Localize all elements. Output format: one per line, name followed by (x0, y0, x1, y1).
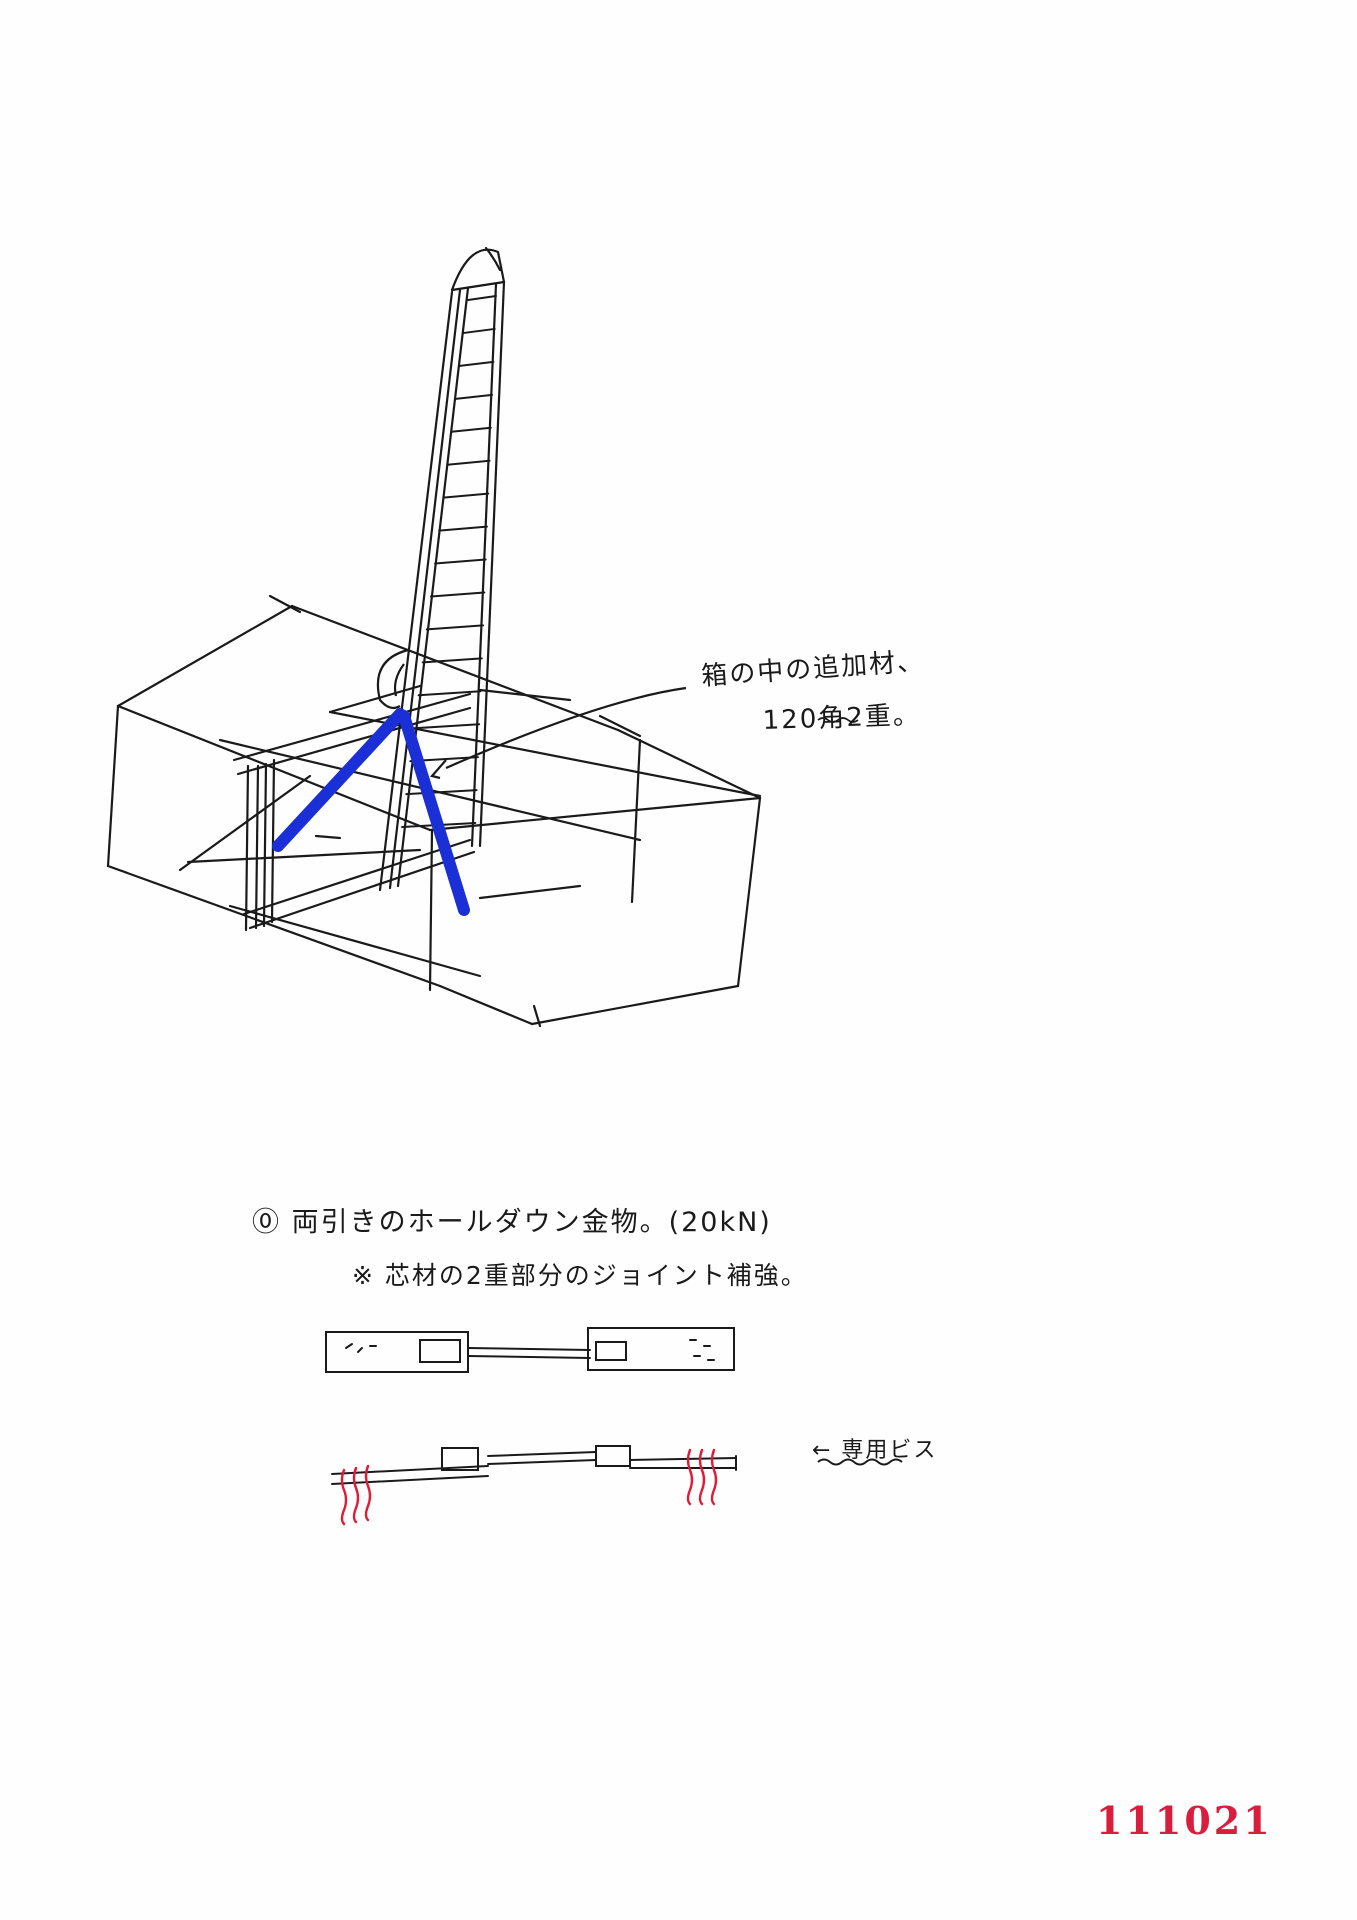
blue-brace-right (398, 710, 470, 916)
box-edge (228, 904, 482, 978)
inner-frame (254, 764, 260, 930)
hardware-plate-left (325, 1331, 469, 1373)
post-rung (442, 492, 490, 499)
box-edge (106, 704, 120, 868)
screw-icon (710, 1448, 718, 1506)
post-rung (450, 426, 492, 433)
hardware-section-fitting (595, 1445, 631, 1467)
box-edge (186, 848, 422, 864)
post-rung (462, 327, 496, 334)
box-edge (328, 684, 422, 714)
screw-icon (698, 1448, 706, 1506)
tall-post (450, 280, 506, 292)
post-rung (413, 723, 481, 730)
screw-icon (364, 1464, 372, 1522)
tall-post (470, 282, 498, 848)
box-edge (116, 604, 294, 708)
box-edge (438, 984, 534, 1026)
box-edge (530, 984, 740, 1026)
post-rung (458, 360, 495, 367)
hardware-plate-right (587, 1327, 735, 1371)
box-edge (478, 688, 572, 702)
post-rung (421, 657, 483, 664)
annotation-leader (445, 686, 687, 770)
hardware-section-rod (487, 1451, 597, 1457)
tall-post (378, 290, 454, 892)
screw-icon (352, 1466, 360, 1524)
hardware-section-plate (629, 1457, 737, 1461)
box-edge (290, 604, 620, 732)
hardware-section-rod (331, 1475, 489, 1485)
box-edge (428, 828, 434, 992)
box-edge (268, 594, 302, 614)
box-edge (736, 796, 762, 988)
inner-frame (248, 850, 476, 930)
hardware-section-rod (487, 1459, 597, 1465)
tall-post (396, 286, 470, 888)
inner-frame (270, 758, 276, 924)
annotation-line-2: 120角2重。 (762, 700, 922, 736)
box-edge (314, 834, 342, 840)
screw-label: ← 専用ビス (812, 1438, 938, 1463)
stamp-number: 111021 (1096, 1798, 1273, 1843)
hardware-rod (467, 1355, 591, 1359)
inner-frame (242, 838, 472, 916)
screw-icon (686, 1448, 694, 1506)
hardware-section-rod (331, 1465, 489, 1475)
post-rung (417, 690, 482, 697)
box-edge (478, 884, 582, 900)
post-rung (405, 789, 478, 796)
post-rung (429, 591, 486, 598)
box-edge (178, 774, 312, 872)
tall-post (388, 288, 462, 890)
note-joint-reinforcement: ※ 芯材の2重部分のジョイント補強。 (352, 1261, 808, 1290)
hardware-section-fitting (441, 1447, 479, 1471)
joint-curve (376, 648, 409, 710)
inner-frame (232, 692, 472, 762)
hardware-bolt-marks (689, 1339, 715, 1361)
note-holddown-hardware: ⓪ 両引きのホールダウン金物。(20kN) (252, 1207, 772, 1238)
box-edge (616, 728, 762, 800)
inner-frame (244, 764, 250, 932)
box-edge (428, 796, 762, 832)
post-rung (467, 295, 497, 301)
box-edge (598, 714, 642, 738)
hardware-fitting (419, 1339, 461, 1363)
annotation-arrow (429, 759, 447, 780)
post-rung (434, 558, 487, 565)
post-rung (446, 459, 491, 466)
hardware-bolt-marks (345, 1343, 377, 1353)
box-edge (106, 864, 442, 988)
post-rung (438, 525, 488, 532)
box-edge (630, 738, 642, 904)
blue-brace-left (272, 708, 406, 852)
inner-frame (236, 706, 472, 776)
hardware-rod (467, 1347, 591, 1351)
hardware-fitting (595, 1341, 627, 1361)
wavy-underline (817, 1458, 903, 1466)
post-rung (425, 624, 485, 631)
screw-icon (340, 1468, 348, 1526)
tall-post (484, 246, 502, 272)
tall-post (450, 248, 506, 292)
joint-curve (393, 663, 405, 697)
wavy-underline (817, 717, 859, 723)
post-rung (454, 393, 494, 400)
inner-frame (262, 762, 268, 928)
